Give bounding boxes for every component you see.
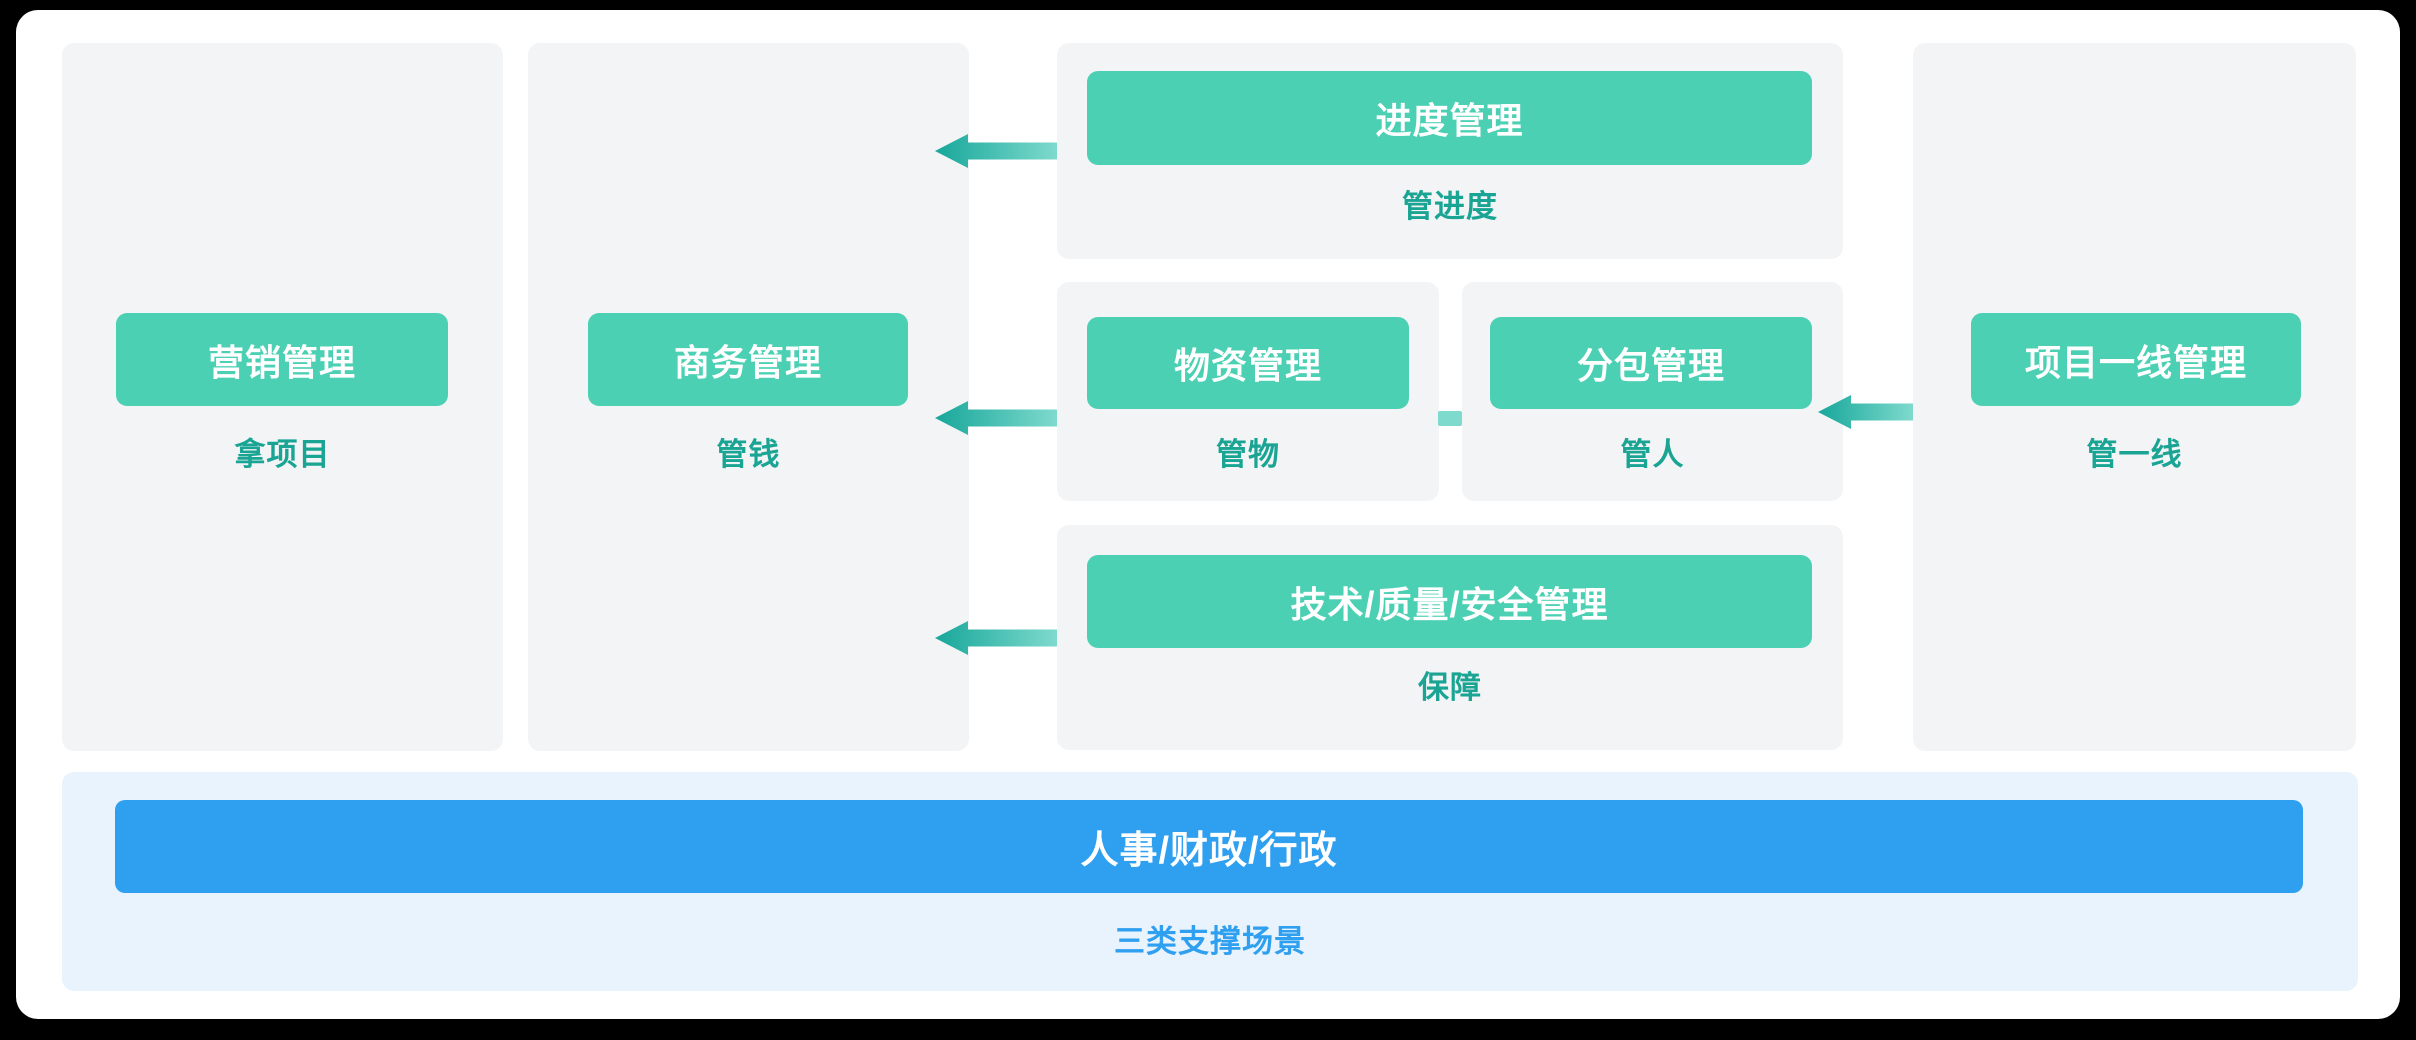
label-frontline: 管一线 xyxy=(2086,437,2183,472)
connector-materials-subcontract xyxy=(1438,411,1462,426)
node-quality-button: 技术/质量/安全管理 xyxy=(1087,555,1812,648)
arrow-progress-to-business-icon xyxy=(935,134,1057,168)
label-support: 三类支撑场景 xyxy=(1114,924,1306,959)
node-business-button: 商务管理 xyxy=(588,313,908,406)
label-marketing: 拿项目 xyxy=(234,437,331,472)
arrow-frontline-to-subcontract-icon xyxy=(1818,395,1913,429)
node-progress-button: 进度管理 xyxy=(1087,71,1812,165)
label-progress: 管进度 xyxy=(1402,189,1498,224)
arrow-quality-to-business-icon xyxy=(935,621,1057,655)
label-subcontract: 管人 xyxy=(1620,437,1685,472)
label-quality: 保障 xyxy=(1418,670,1482,705)
node-materials-button: 物资管理 xyxy=(1087,317,1409,409)
arrow-materials-to-business-icon xyxy=(935,401,1057,435)
node-subcontract-button: 分包管理 xyxy=(1490,317,1812,409)
node-support-button: 人事/财政/行政 xyxy=(115,800,2303,893)
node-frontline-button: 项目一线管理 xyxy=(1971,313,2301,406)
label-business: 管钱 xyxy=(716,437,781,472)
label-materials: 管物 xyxy=(1216,437,1280,472)
node-marketing-button: 营销管理 xyxy=(116,313,448,406)
